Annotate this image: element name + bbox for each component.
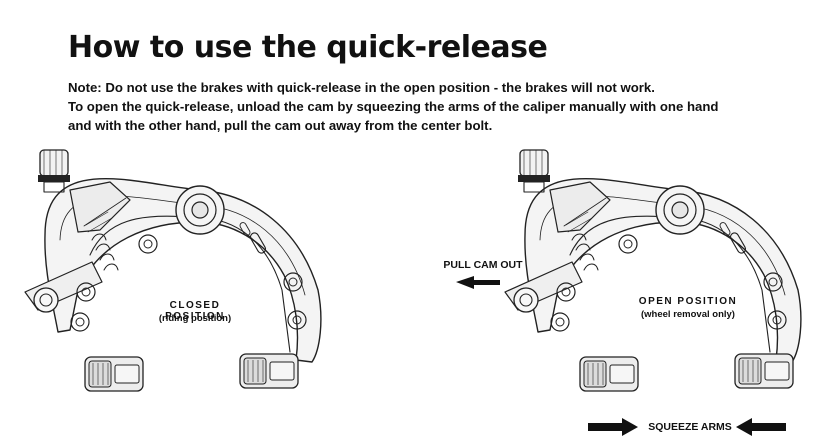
note-line-1: Note: Do not use the brakes with quick-r… [68,80,655,95]
pull-cam-out-label: PULL CAM OUT [443,259,523,271]
instructions: Note: Do not use the brakes with quick-r… [68,78,828,135]
brake-pad-icon [734,353,794,389]
arrow-left-icon [456,276,500,289]
brake-pad-icon [579,356,639,392]
arrow-left-icon [736,418,786,436]
open-position-sublabel: (wheel removal only) [641,309,735,320]
brake-pad-icon [239,353,299,389]
squeeze-arms-label: SQUEEZE ARMS [648,421,732,433]
note-line-3: and with the other hand, pull the cam ou… [68,118,493,133]
closed-caliper [24,149,322,392]
brake-pad-icon [84,356,144,392]
page-title: How to use the quick-release [68,30,548,65]
closed-position-label: CLOSED POSITION [165,300,225,322]
open-position-label: OPEN POSITION [638,296,738,307]
open-caliper [504,149,802,392]
note-line-2: To open the quick-release, unload the ca… [68,99,719,114]
arrow-right-icon [588,418,638,436]
closed-position-sublabel: (riding position) [158,313,232,324]
